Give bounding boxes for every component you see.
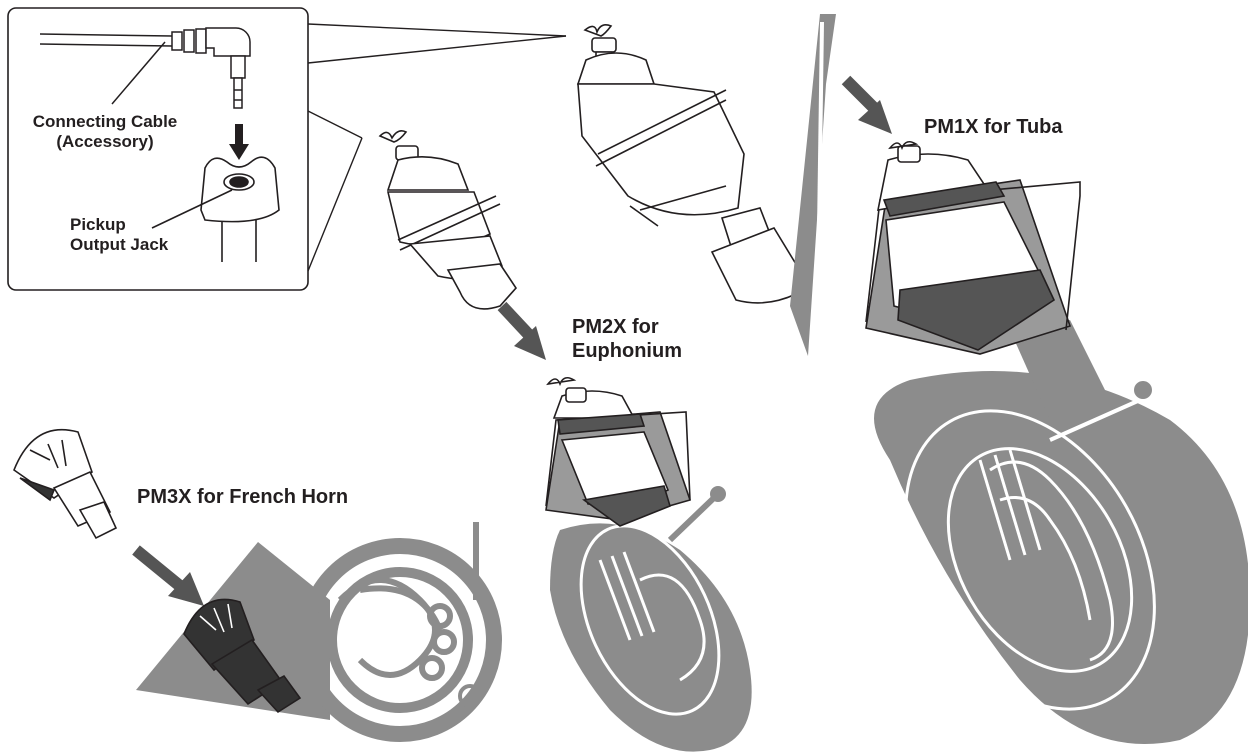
connecting-cable <box>39 27 251 109</box>
arrow-to-euphonium-icon <box>497 301 546 360</box>
pm1x-mounted-mute <box>865 140 1081 355</box>
down-arrow-icon <box>229 124 249 160</box>
connecting-cable-label-line1: Connecting Cable <box>32 112 178 131</box>
pickup-output-jack-label-line1: Pickup <box>70 215 126 234</box>
pm2x-mute <box>378 130 518 310</box>
pm3x-mounted-mute <box>183 598 302 714</box>
pm1x-tuba-label: PM1X for Tuba <box>924 116 1063 140</box>
pm1x-indicator-shape <box>790 14 836 356</box>
pm3x-french-horn-label: PM3X for French Horn <box>137 486 348 510</box>
arrow-to-french-horn-icon <box>132 545 204 606</box>
callout-lines <box>307 23 567 272</box>
connecting-cable-label-line2: (Accessory) <box>56 132 154 152</box>
connecting-cable-label: Connecting Cable (Accessory) <box>20 112 190 152</box>
pm2x-euphonium-label-line1: PM2X for <box>572 316 659 338</box>
pm1x-tuba-label-text: PM1X for Tuba <box>924 116 1063 138</box>
pm2x-euphonium-label: PM2X for Euphonium <box>572 316 682 363</box>
tuba-illustration <box>874 320 1248 744</box>
pm2x-euphonium-label-line2: Euphonium <box>572 339 682 362</box>
pickup-output-jack-label-line2: Output Jack <box>70 235 169 255</box>
pickup-output-jack-label: Pickup Output Jack <box>70 215 168 255</box>
pm3x-french-horn-label-text: PM3X for French Horn <box>137 486 349 508</box>
pm3x-mute <box>13 428 118 540</box>
arrow-to-tuba-icon <box>841 75 892 134</box>
pm1x-mute <box>576 24 803 304</box>
pm2x-mounted-mute <box>545 376 692 527</box>
euphonium-illustration <box>550 486 752 752</box>
pickup-jack-body <box>151 156 280 262</box>
